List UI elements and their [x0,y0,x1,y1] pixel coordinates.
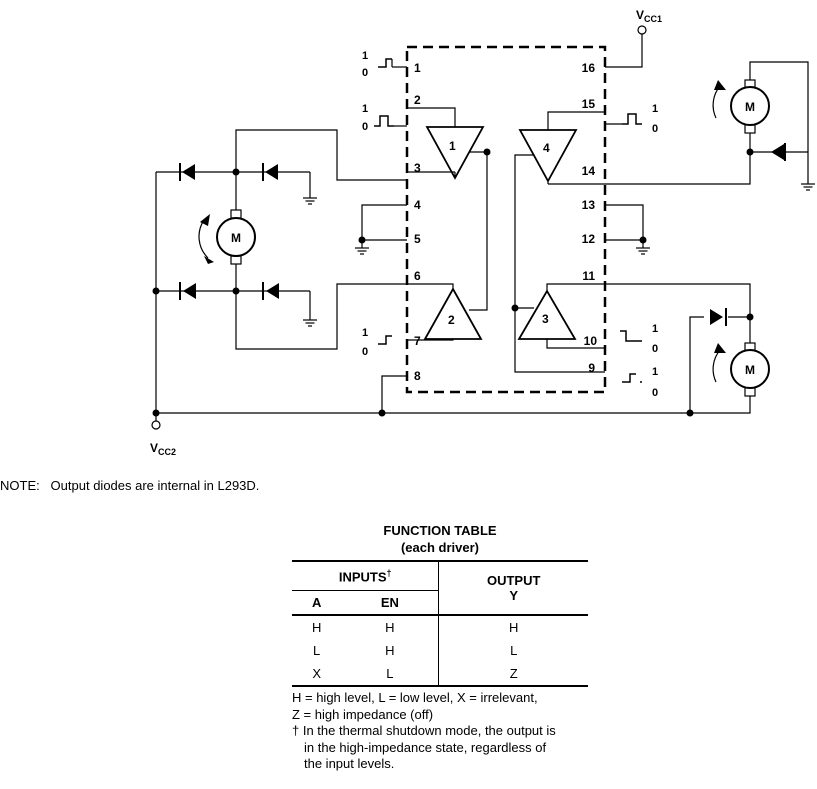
pin9-input-signal: 1 0 [621,366,658,399]
pin-15-label: 15 [582,97,596,111]
left-junction-bottom [232,287,240,295]
svg-text:1: 1 [362,327,368,339]
diode-left-bottom-2 [262,282,279,300]
pin-7-label: 7 [414,334,421,348]
pin-14-label: 14 [582,164,596,178]
junction-en12 [483,148,491,156]
svg-text:0: 0 [362,67,368,79]
motor-left: M [198,209,256,265]
svg-text:2: 2 [448,313,455,327]
svg-text:M: M [745,363,755,377]
svg-text:1: 1 [449,139,456,153]
ground-left-icon [354,239,370,255]
pin-13-label: 13 [582,198,596,212]
svg-text:0: 0 [362,121,368,133]
pin-1-label: 1 [414,61,421,75]
function-table-notes: H = high level, L = low level, X = irrel… [292,690,592,773]
vcc2-label: VCC2 [150,441,176,457]
right-top-junction [746,148,754,156]
svg-text:1: 1 [362,50,368,62]
left-bottom-ground-icon [302,311,318,327]
right-bottom-motor-wiring [605,283,751,414]
col-a-header: A [311,595,322,610]
diode-note: NOTE: Output diodes are internal in L293… [0,478,260,493]
ic-package-outline [405,45,607,394]
motor-right-bottom: M [712,342,770,397]
pin-3-label: 3 [414,161,421,175]
pin15-input-signal: 1 0 [605,103,658,135]
inputs-header: INPUTS† [292,560,440,591]
ground-pins-right [605,204,644,241]
motor-right-top: M [712,79,770,134]
table-row: X L Z [292,662,588,687]
pin-9-label: 9 [588,361,595,375]
driver-3: 3 [517,289,577,340]
col-en-header: EN [341,590,440,615]
pin-10-label: 10 [584,334,598,348]
diode-left-top-2 [262,163,278,181]
svg-text:3: 3 [542,312,549,326]
junction-pin8 [378,409,386,417]
svg-text:1: 1 [652,103,658,115]
pin-5-label: 5 [414,232,421,246]
ground-pins-left [361,204,407,241]
ground-right-icon [635,239,651,255]
table-row: L H L [292,639,588,662]
function-table-title: FUNCTION TABLE (each driver) [292,522,588,556]
footnote-line-1: † In the thermal shutdown mode, the outp… [292,723,556,738]
table-row: H H H [292,614,588,639]
left-junction-top [232,168,240,176]
pin7-input-signal: 1 0 [362,327,393,358]
l293-schematic: 1 2 3 4 5 6 7 8 16 15 14 13 12 11 10 9 1… [150,8,816,457]
diode-left-top-1 [179,163,195,181]
svg-text:VCC1: VCC1 [636,8,662,24]
pin-4-label: 4 [414,198,421,212]
internal-wiring [407,107,605,373]
function-table-heading: FUNCTION TABLE [383,523,497,538]
function-table-subtitle: (each driver) [400,540,480,555]
svg-text:1: 1 [652,323,658,335]
junction-en34 [511,304,519,312]
legend-line-2: Z = high impedance (off) [292,706,434,722]
svg-text:M: M [231,231,241,245]
pin-2-label: 2 [414,93,421,107]
left-junction-vcc-top [152,287,160,295]
pin-8-label: 8 [414,369,421,383]
svg-text:1: 1 [652,366,658,378]
svg-text:0: 0 [362,346,368,358]
svg-text:0: 0 [652,123,658,135]
vcc2-supply [151,375,690,430]
svg-text:1: 1 [362,103,368,115]
footnote-line-3: the input levels. [304,756,395,771]
right-pin-labels: 16 15 14 13 12 11 10 9 [582,61,598,375]
diode-right-bottom [710,308,727,326]
driver-2: 2 [423,287,483,340]
pin10-input-signal: 1 0 [619,323,658,355]
right-top-ground-icon [800,175,816,191]
pin-11-label: 11 [582,269,595,283]
right-bottom-junction [746,313,754,321]
legend-line-1: H = high level, L = low level, X = irrel… [292,690,538,705]
svg-text:M: M [745,100,755,114]
pin2-input-signal: 1 0 [362,103,407,133]
svg-text:4: 4 [543,141,550,155]
left-pin-labels: 1 2 3 4 5 6 7 8 [414,61,421,383]
vcc1-supply: VCC1 [605,8,662,68]
footnote-line-2: in the high-impedance state, regardless … [304,739,547,755]
svg-text:0: 0 [652,387,658,399]
diode-left-bottom-1 [179,282,196,300]
left-top-ground-icon [302,189,318,205]
pin-6-label: 6 [414,269,421,283]
pin-16-label: 16 [582,61,596,75]
diode-right-top [771,143,786,161]
svg-text:0: 0 [652,343,658,355]
pin1-input-signal: 1 0 [362,50,407,79]
pin-12-label: 12 [582,232,596,246]
